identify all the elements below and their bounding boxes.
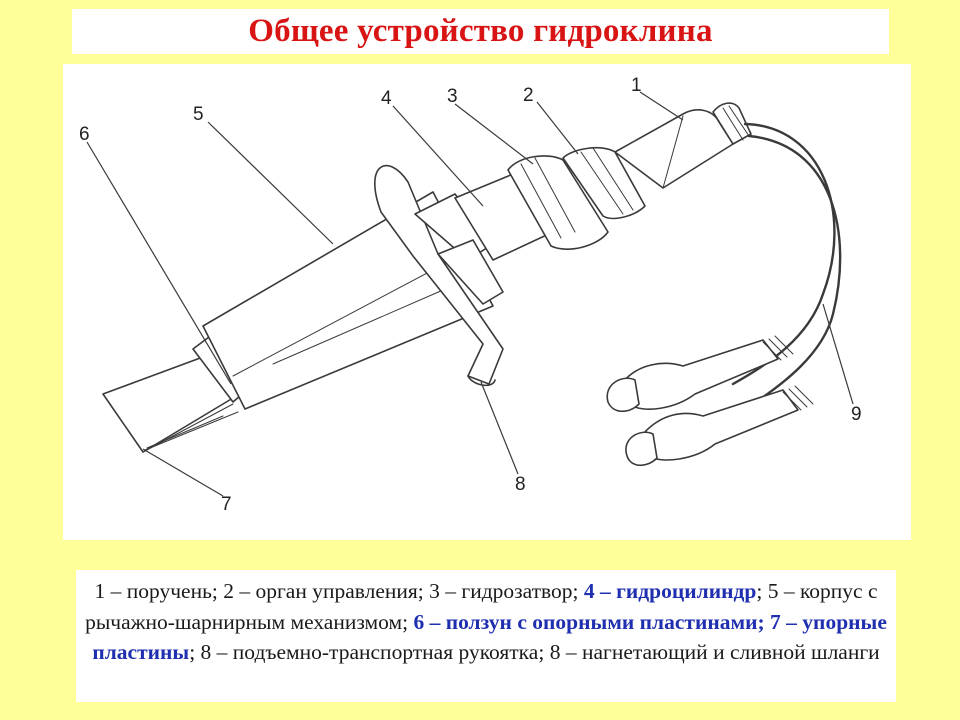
hose-drain [747,134,842,406]
hydraulic-wedge-drawing: 1 2 3 4 5 6 7 8 9 [79,75,862,515]
diagram-panel: 1 2 3 4 5 6 7 8 9 [63,64,911,540]
callout-1: 1 [631,75,642,96]
callout-7: 7 [221,494,232,515]
lifting-handle [374,164,504,385]
legend-highlight-6-7: 6 – ползун с опорными пластинами; 7 – уп… [92,609,887,665]
control-element [562,146,646,220]
legend-part-1: 1 – поручень; 2 – орган управления; 3 – … [94,579,584,603]
legend-caption: 1 – поручень; 2 – орган управления; 3 – … [76,570,896,702]
callout-8: 8 [515,474,526,495]
hydro-seal [507,155,609,250]
callout-9: 9 [851,404,862,425]
title-banner: Общее устройство гидроклина [72,9,889,54]
page-title: Общее устройство гидроклина [248,13,713,49]
legend-part-3: ; 5 – корпус с рычажно-шарнирным механиз… [85,579,878,634]
callout-3: 3 [447,86,458,107]
hose-connector-lower [642,389,799,461]
callout-4: 4 [381,88,392,109]
hose-connector-upper [622,339,779,410]
legend-highlight-4: 4 – гидроцилиндр [583,579,757,603]
callout-6: 6 [79,124,90,145]
callout-5: 5 [193,104,204,125]
legend-part-5: ; 8 – подъемно-транспортная рукоятка; 8 … [189,640,880,664]
callout-2: 2 [523,85,534,106]
